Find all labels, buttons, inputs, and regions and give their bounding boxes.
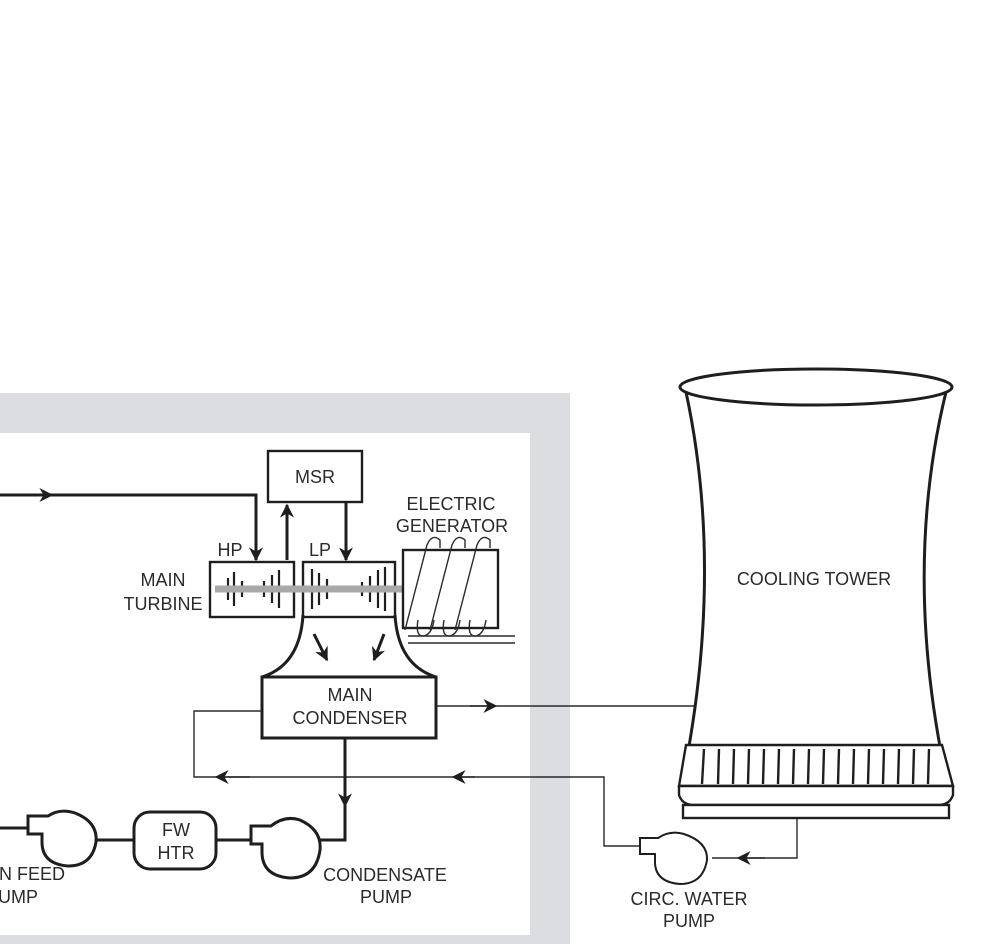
main-condenser: MAIN CONDENSER (260, 675, 438, 740)
main-steam-line (0, 488, 263, 562)
fw-heater: FW HTR (132, 810, 218, 871)
electric-generator: ELECTRIC GENERATOR (396, 494, 515, 644)
main-condenser-label-line1: MAIN (328, 685, 373, 705)
electric-generator-label-line2: GENERATOR (396, 516, 508, 536)
condensate-pump-label-line2: PUMP (360, 887, 412, 907)
fw-heater-label-line2: HTR (158, 843, 195, 863)
lp-exhaust-hood (261, 614, 437, 679)
main-feed-pump-label-line2: UMP (0, 887, 38, 907)
main-condenser-label-line2: CONDENSER (292, 708, 407, 728)
main-turbine-label-line2: TURBINE (123, 594, 202, 614)
main-feed-pump-label-line1: N FEED (0, 864, 65, 884)
hp-label: HP (217, 540, 242, 560)
electric-generator-label-line1: ELECTRIC (406, 494, 495, 514)
circ-water-pump: CIRC. WATER PUMP (631, 831, 748, 931)
main-feed-pump: N FEED UMP (0, 809, 98, 907)
circ-water-pump-label-line1: CIRC. WATER (631, 889, 748, 909)
cooling-tower-label: COOLING TOWER (737, 569, 891, 589)
condensate-pump: CONDENSATE PUMP (249, 817, 447, 907)
lp-turbine: LP (301, 540, 397, 619)
condensate-pump-label-line1: CONDENSATE (323, 865, 447, 885)
msr-unit: MSR (266, 449, 364, 562)
fw-heater-label-line1: FW (162, 820, 190, 840)
circulating-water-lines (193, 699, 798, 865)
circ-water-pump-label-line2: PUMP (663, 911, 715, 931)
lp-label: LP (309, 540, 331, 560)
hp-turbine: HP (208, 540, 296, 619)
condensate-line (0, 738, 352, 842)
cooling-tower: COOLING TOWER (677, 367, 955, 820)
msr-label: MSR (295, 467, 335, 487)
main-turbine-label-line1: MAIN (141, 570, 186, 590)
